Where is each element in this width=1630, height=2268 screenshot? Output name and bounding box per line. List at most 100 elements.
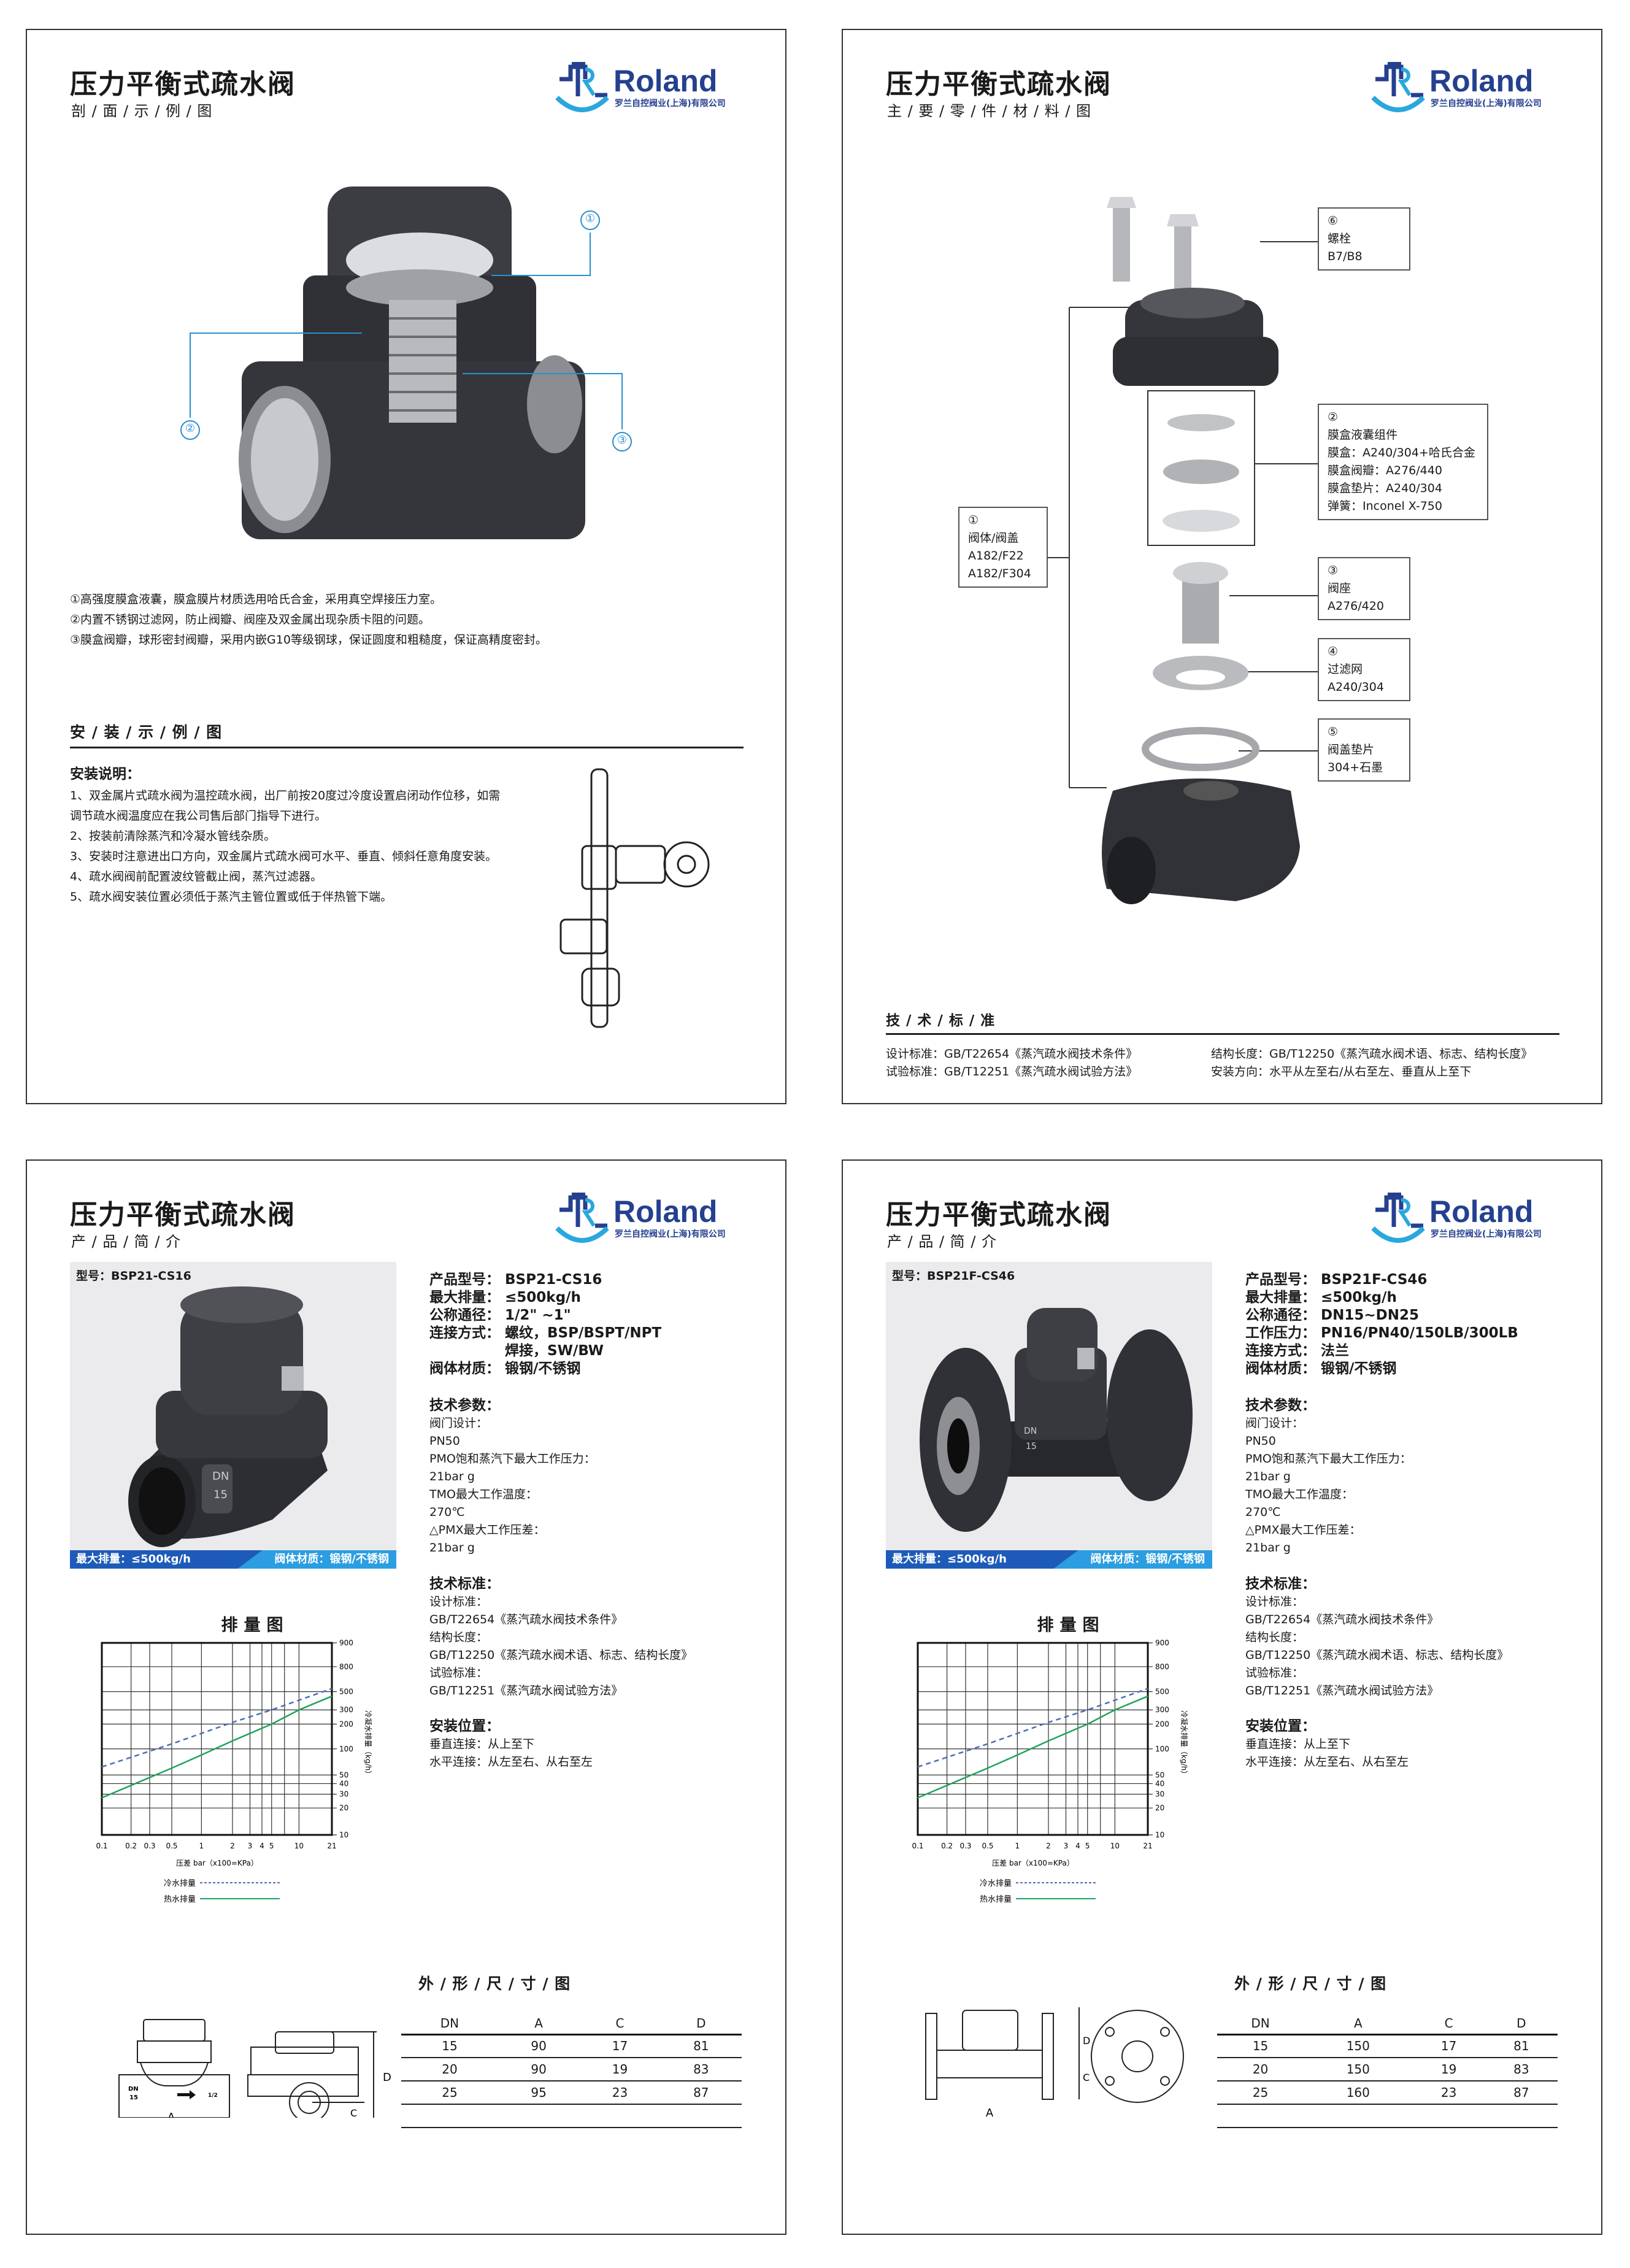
dim-a-label: A [167, 2111, 175, 2118]
x-tick-label: 0.3 [144, 1842, 155, 1850]
table-cell: 19 [1412, 2058, 1485, 2082]
table-cell [579, 2104, 661, 2128]
y-tick-label: 300 [339, 1705, 353, 1714]
logo-wordmark: Roland [613, 64, 717, 98]
table-cell: 25 [401, 2081, 498, 2105]
gasket-image [1142, 727, 1259, 771]
y-tick-label: 50 [339, 1770, 348, 1779]
dim-section-title: 外 / 形 / 尺 / 寸 / 图 [1234, 1975, 1387, 1993]
y-tick-label: 200 [1155, 1720, 1169, 1728]
tech-param: △PMX最大工作压差： [429, 1523, 545, 1537]
part-text: 膜盒垫片：A240/304 [1328, 482, 1442, 495]
roland-logo-icon: Roland 罗兰自控阀业(上海)有限公司 [1371, 62, 1542, 112]
part-text: 阀盖垫片 [1328, 743, 1375, 756]
y-tick-label: 500 [339, 1688, 353, 1696]
x-tick-label: 5 [1085, 1842, 1090, 1850]
std-heading: 技术标准： [429, 1576, 500, 1592]
part-text: 弹簧：Inconel X-750 [1328, 499, 1442, 513]
plot-frame [101, 1642, 333, 1836]
x-tick-label: 21 [327, 1842, 336, 1850]
spec-row: 公称通径：DN15~DN25 [1245, 1307, 1518, 1324]
chart-title: 排量图 [221, 1616, 290, 1635]
x-tick-label: 4 [259, 1842, 264, 1850]
spec-row: 最大排量：≤500kg/h [429, 1289, 661, 1307]
table-cell: 20 [401, 2058, 498, 2082]
spec-value: BSP21-CS16 [505, 1272, 602, 1288]
tech-param: TMO最大工作温度： [429, 1488, 537, 1501]
dim-c-label: C [1083, 2072, 1090, 2083]
table-cell [401, 2104, 498, 2128]
callout-1: ① [585, 212, 596, 225]
table-cell: 23 [579, 2081, 661, 2105]
x-tick-label: 3 [1064, 1842, 1069, 1850]
spec-key: 连接方式： [429, 1325, 500, 1341]
pos-item: 水平连接：从左至右、从右至左 [429, 1755, 593, 1769]
series-line-cold [917, 1688, 1148, 1768]
part-text: 阀座 [1328, 582, 1351, 595]
y-axis-label: 冷凝水排量（kg/h） [364, 1710, 373, 1778]
logo-company: 罗兰自控阀业(上海)有限公司 [1431, 98, 1542, 109]
y-tick-label: 900 [339, 1639, 353, 1647]
x-tick-label: 0.2 [125, 1842, 137, 1850]
std-item: GB/T12250《蒸汽疏水阀术语、标志、结构长度》 [1245, 1648, 1509, 1662]
tech-param: 21bar g [1245, 1470, 1291, 1483]
dim-section-title: 外 / 形 / 尺 / 寸 / 图 [418, 1975, 571, 1993]
install-heading: 安装说明： [70, 766, 140, 782]
x-tick-label: 0.5 [982, 1842, 993, 1850]
pos-heading: 安装位置： [1245, 1718, 1316, 1734]
spec-value: 螺纹，BSP/BSPT/NPT [505, 1325, 662, 1341]
roland-logo-icon: Roland 罗兰自控阀业(上海)有限公司 [555, 1193, 726, 1243]
table-cell: 81 [1485, 2034, 1558, 2058]
page-title: 压力平衡式疏水阀 [886, 69, 1112, 100]
flanged-valve-shape [920, 1308, 1193, 1532]
page-title: 压力平衡式疏水阀 [70, 1199, 296, 1231]
table-cell: 83 [660, 2058, 742, 2082]
y-tick-label: 100 [1155, 1745, 1169, 1753]
legend-label: 冷水排量 [164, 1879, 196, 1888]
spec-value: 锻钢/不锈钢 [505, 1361, 581, 1377]
std-list: 设计标准：GB/T22654《蒸汽疏水阀技术条件》结构长度：GB/T12250《… [1245, 1593, 1509, 1700]
spec-key: 连接方式： [1245, 1343, 1316, 1359]
legend-label: 热水排量 [980, 1895, 1012, 1904]
part-text: A182/F304 [968, 567, 1031, 580]
spec-key: 阀体材质： [1245, 1361, 1316, 1377]
spec-key: 产品型号： [1245, 1272, 1316, 1288]
standard-length: 结构长度：GB/T12250《蒸汽疏水阀术语、标志、结构长度》 [1211, 1047, 1533, 1061]
std-item: 试验标准： [429, 1666, 488, 1680]
spec-value: 焊接，SW/BW [505, 1343, 604, 1359]
dimension-drawing: A D C [925, 2007, 1184, 2118]
spec-key: 阀体材质： [429, 1361, 500, 1377]
flow-arrow-icon [177, 2090, 196, 2099]
table-cell [1485, 2104, 1558, 2128]
std-list: 设计标准：GB/T22654《蒸汽疏水阀技术条件》结构长度：GB/T12250《… [429, 1593, 693, 1700]
logo-wordmark: Roland [1429, 64, 1533, 98]
plot-frame [917, 1642, 1149, 1836]
logo-wordmark: Roland [613, 1194, 717, 1229]
y-tick-label: 40 [1155, 1779, 1164, 1788]
standard-test: 试验标准：GB/T12251《蒸汽疏水阀试验方法》 [886, 1065, 1138, 1078]
brand-logo: Roland 罗兰自控阀业(上海)有限公司 [1371, 1191, 1567, 1247]
section-divider [886, 1033, 1559, 1035]
page-subtitle: 剖 / 面 / 示 / 例 / 图 [71, 102, 213, 120]
front-view [118, 2019, 230, 2118]
spec-row: 阀体材质： 锻钢/不锈钢 [429, 1360, 661, 1378]
logo-company: 罗兰自控阀业(上海)有限公司 [1431, 1229, 1542, 1239]
tech-param: 270℃ [1245, 1505, 1281, 1519]
callout-lines [180, 210, 632, 452]
pos-item: 垂直连接：从上至下 [429, 1737, 535, 1751]
tech-param: PN50 [1245, 1434, 1276, 1448]
marking-dn: DN [1024, 1426, 1037, 1436]
spec-row: 焊接，SW/BW [429, 1342, 661, 1360]
part-text: 304+石墨 [1328, 761, 1383, 774]
table-cell [1412, 2104, 1485, 2128]
product-band: 最大排量：≤500kg/h 阀体材质：锻钢/不锈钢 [70, 1550, 396, 1569]
y-tick-label: 300 [1155, 1705, 1169, 1714]
column-header: DN [1217, 2013, 1304, 2035]
